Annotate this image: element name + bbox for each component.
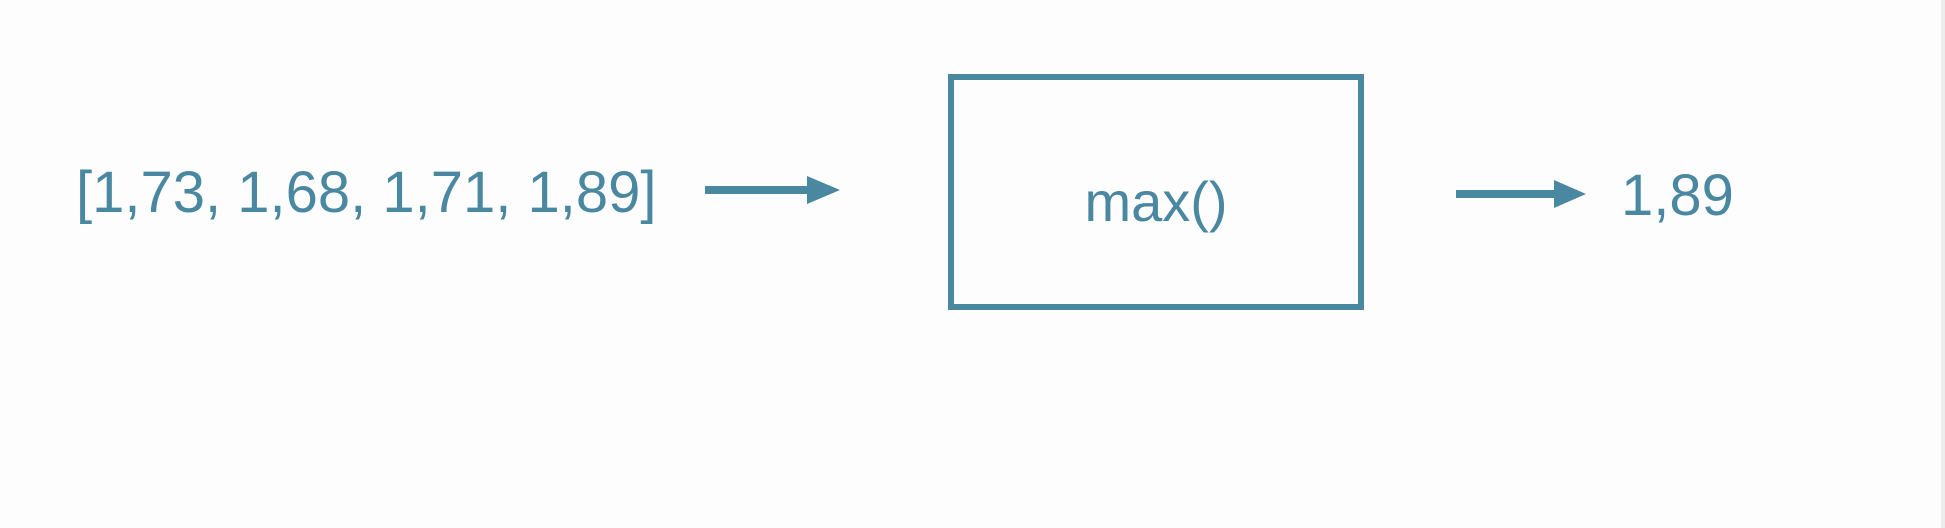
output-arrow-icon — [1456, 180, 1586, 208]
function-label: max() — [1084, 170, 1228, 233]
page-edge-divider — [1941, 0, 1945, 528]
function-box: max() — [948, 74, 1364, 310]
output-value-label: 1,89 — [1621, 163, 1734, 228]
input-list-label: [1,73, 1,68, 1,71, 1,89] — [76, 160, 657, 225]
input-arrow-icon — [705, 176, 840, 204]
